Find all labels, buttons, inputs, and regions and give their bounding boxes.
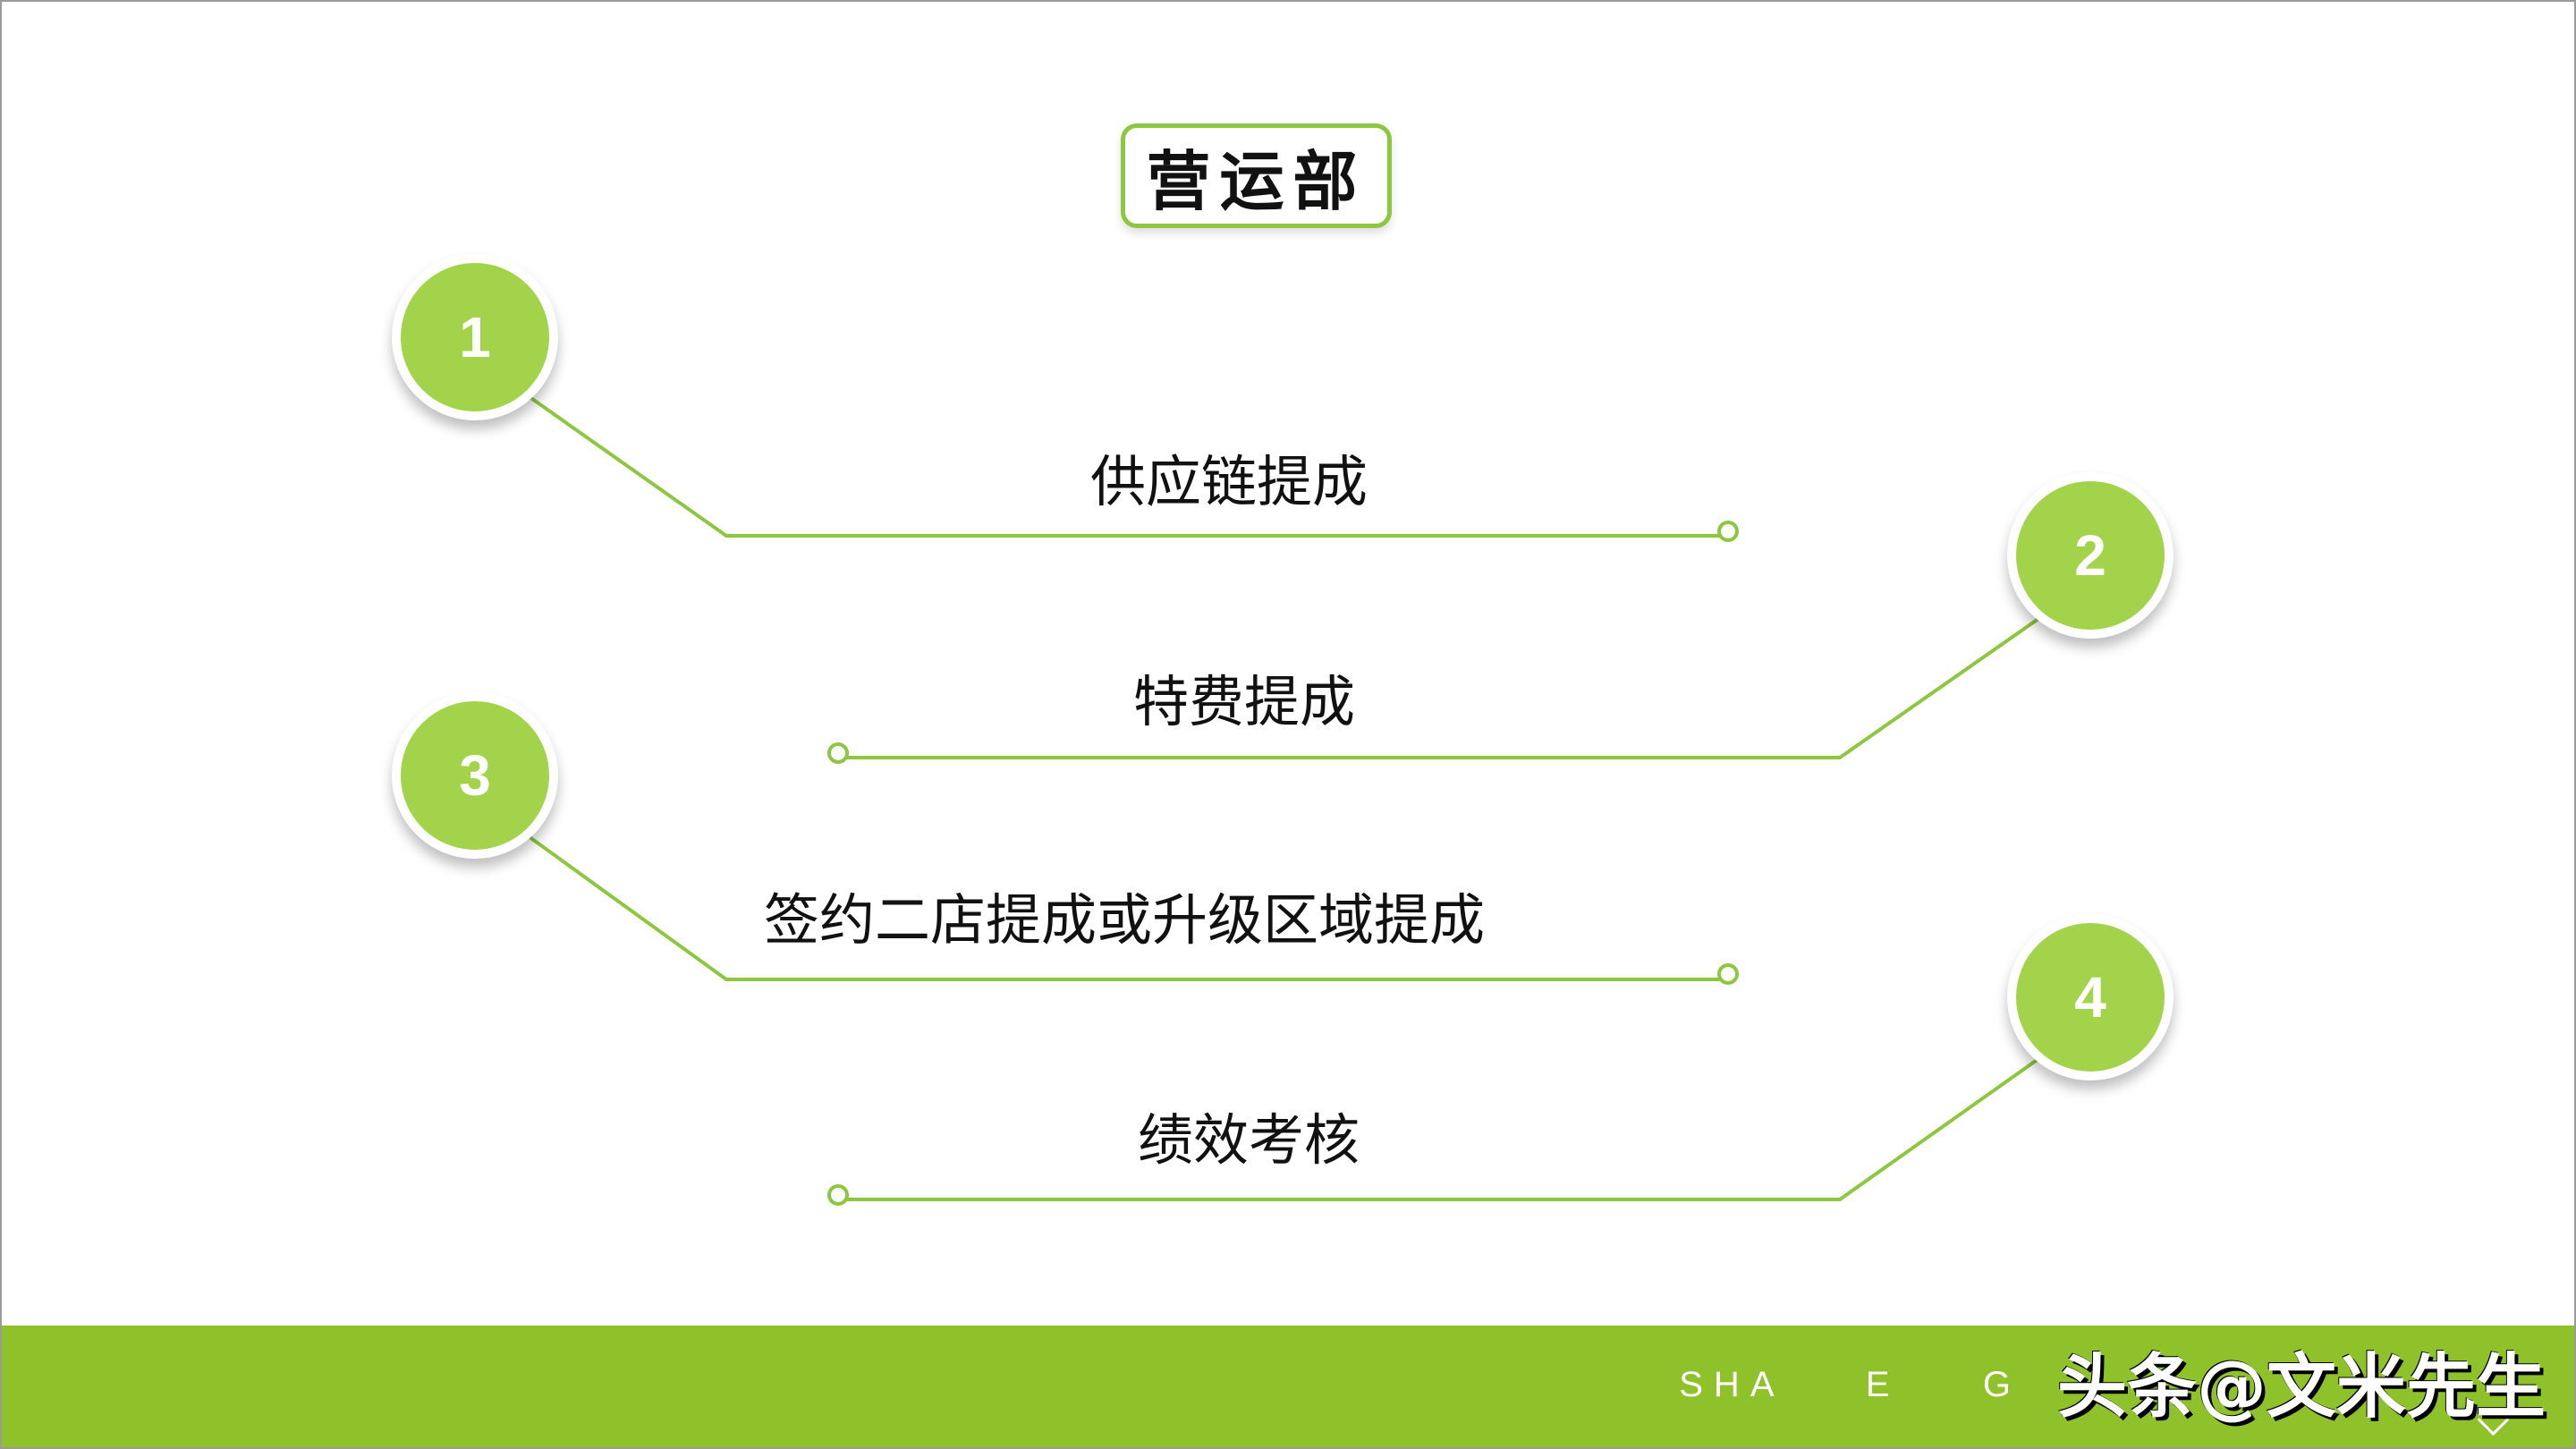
footer-brand-text: SHA E G — [1679, 1365, 2021, 1404]
line-end-dot-2 — [827, 742, 849, 764]
title-box: 营运部 — [1121, 123, 1392, 228]
item-label-2: 特费提成 — [1132, 669, 1356, 734]
item-label-3: 签约二店提成或升级区域提成 — [763, 887, 1486, 953]
line-end-dot-4 — [827, 1184, 849, 1206]
page-title: 营运部 — [1146, 144, 1367, 219]
connector-line-1 — [524, 393, 1726, 538]
line-end-dot-1 — [1717, 521, 1739, 542]
item-label-1: 供应链提成 — [1089, 449, 1368, 514]
footer-bar — [0, 1326, 2576, 1449]
step-badge-2: 2 — [2007, 472, 2174, 639]
step-badge-1: 1 — [392, 254, 558, 420]
item-label-4: 绩效考核 — [1137, 1107, 1360, 1173]
connector-line-4 — [841, 1055, 2044, 1201]
line-end-dot-3 — [1717, 963, 1739, 985]
watermark-text: 头条@文米先生 — [2057, 1347, 2546, 1428]
step-badge-3: 3 — [392, 692, 558, 859]
step-badge-4: 4 — [2007, 914, 2174, 1080]
connector-line-2 — [841, 614, 2044, 759]
connector-line-3 — [524, 833, 1726, 981]
